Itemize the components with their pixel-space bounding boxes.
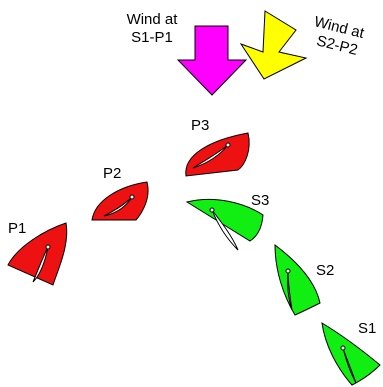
boat-p1-hull (7, 222, 68, 286)
boat-p2-mast (129, 194, 135, 200)
boat-p3-label: P3 (191, 117, 209, 134)
wind-arrow-s2-p2-shape (239, 10, 308, 80)
boat-p2-hull (91, 181, 149, 221)
boat-p3-sail (192, 144, 229, 169)
boat-p2-sail (103, 196, 133, 217)
boat-p1: P1 (7, 220, 68, 286)
boat-s1: S1 (321, 320, 381, 386)
boat-s3-sail (211, 209, 239, 251)
boat-p2: P2 (91, 165, 149, 221)
boat-p1-sail (32, 246, 49, 283)
wind-arrow-s1-p1-label-line2: S1-P1 (131, 29, 173, 46)
boat-s3-hull (185, 198, 264, 242)
boat-p2-label: P2 (103, 165, 121, 182)
boat-s3-mast (209, 207, 215, 213)
boat-s1-label: S1 (358, 320, 376, 337)
wind-arrow-s1-p1-label-line1: Wind at (127, 11, 179, 28)
boat-p1-mast (45, 244, 51, 250)
boat-s3-label: S3 (251, 192, 269, 209)
boat-p1-label: P1 (8, 220, 26, 237)
boat-s2-mast (285, 268, 291, 274)
wind-arrow-s1-p1-shape (176, 25, 248, 96)
boat-s2-label: S2 (316, 262, 334, 279)
boat-s1-sail (342, 347, 357, 384)
boat-s3: S3 (185, 192, 269, 251)
wind-arrow-s1-p1: Wind at S1-P1 (127, 11, 248, 96)
boat-s2-sail (287, 270, 293, 311)
boat-s1-hull (321, 322, 381, 386)
boat-p3-mast (225, 142, 231, 148)
boat-s2: S2 (274, 243, 334, 316)
boat-s1-mast (340, 345, 346, 351)
boat-p3: P3 (185, 117, 250, 177)
boat-s2-hull (274, 243, 321, 316)
wind-arrow-s2-p2: Wind at S2-P2 (239, 10, 367, 80)
